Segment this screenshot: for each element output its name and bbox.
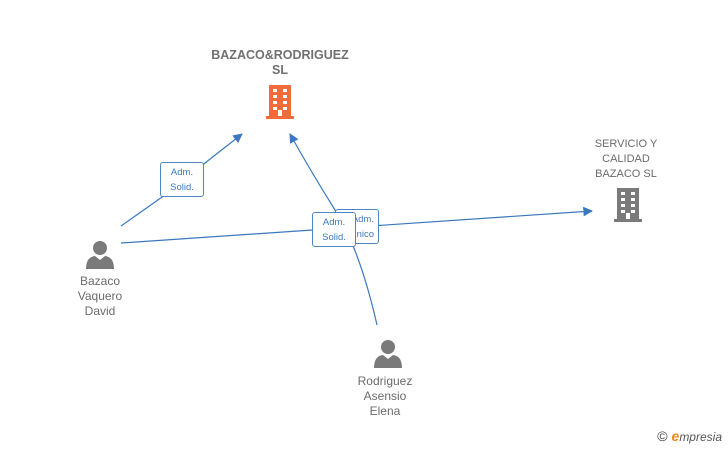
person-icon[interactable] [86,241,114,269]
company-label-bazaco-rodriguez[interactable]: BAZACO&RODRIGUEZ SL [211,48,349,77]
person-icon[interactable] [374,340,402,368]
building-icon[interactable] [614,188,642,222]
copyright-icon: © [657,428,668,444]
person-label-bazaco-vaquero[interactable]: Bazaco Vaquero David [77,274,123,318]
edge-label-adm-solid: Adm. Solid. [312,212,356,247]
edge-label-adm-solid: Adm. Solid. [160,162,204,197]
building-icon[interactable] [266,85,294,119]
empresia-logo: © empresia [657,428,722,444]
company-label-servicio-calidad[interactable]: SERVICIO Y CALIDAD BAZACO SL [594,138,658,180]
person-label-rodriguez-asensio[interactable]: Rodriguez Asensio Elena [357,374,413,418]
